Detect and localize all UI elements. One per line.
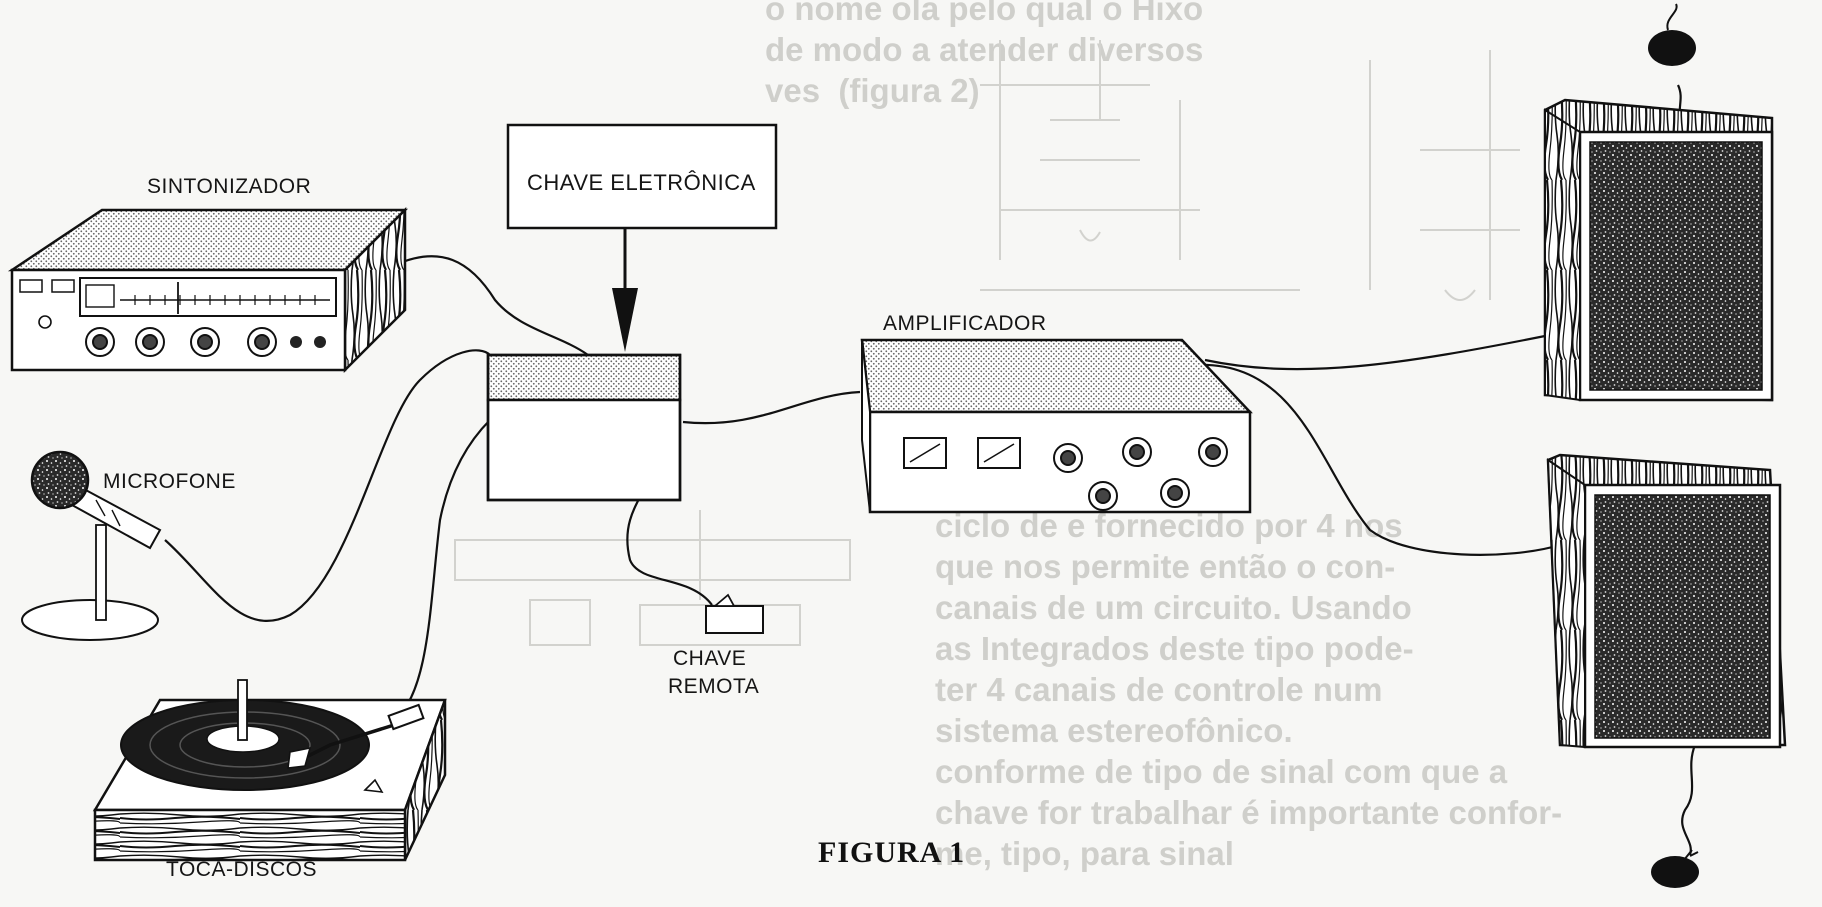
cable-switch-amp xyxy=(682,390,861,425)
cable-amp-speaker-top xyxy=(1204,333,1551,371)
mouse-top xyxy=(1648,3,1696,66)
label-remote-switch-2: REMOTA xyxy=(668,675,760,698)
bleed-text-top: o nome ola pelo qual o Hixo de modo a at… xyxy=(765,0,1204,109)
microphone xyxy=(21,450,162,641)
mouse-bottom xyxy=(1651,849,1699,888)
cable-mic-switch xyxy=(164,349,491,622)
label-microphone: MICROFONE xyxy=(103,470,236,493)
bleed-schematic xyxy=(454,40,1520,646)
speaker-top xyxy=(1543,98,1774,402)
figure-title: FIGURA 1 xyxy=(818,836,966,869)
label-amplifier: AMPLIFICADOR xyxy=(883,312,1047,335)
cable-amp-speaker-bottom xyxy=(1194,363,1561,556)
label-electronic-switch: CHAVE ELETRÔNICA xyxy=(527,170,756,195)
label-remote-switch-1: CHAVE xyxy=(673,647,747,670)
turntable xyxy=(92,679,447,862)
cable-mouse-bottom xyxy=(1681,744,1697,856)
amplifier-unit xyxy=(860,338,1253,514)
switch-box xyxy=(486,353,682,502)
tonearm xyxy=(299,718,411,762)
bleed-text-right: ciclo de e fornecido por 4 nos que nos p… xyxy=(935,507,1563,872)
tuner-unit xyxy=(7,206,409,374)
speaker-bottom xyxy=(1546,453,1787,749)
amplifier-knobs xyxy=(1053,437,1228,511)
label-tuner: SINTONIZADOR xyxy=(147,175,312,198)
remote-switch xyxy=(705,593,764,634)
electronic-switch-box xyxy=(506,123,778,230)
label-turntable: TOCA-DISCOS xyxy=(166,858,317,881)
cable-turntable-switch xyxy=(394,419,491,721)
arrow-down-icon xyxy=(612,288,638,352)
tuner-knobs xyxy=(85,327,277,357)
cable-tuner-switch xyxy=(394,255,589,356)
